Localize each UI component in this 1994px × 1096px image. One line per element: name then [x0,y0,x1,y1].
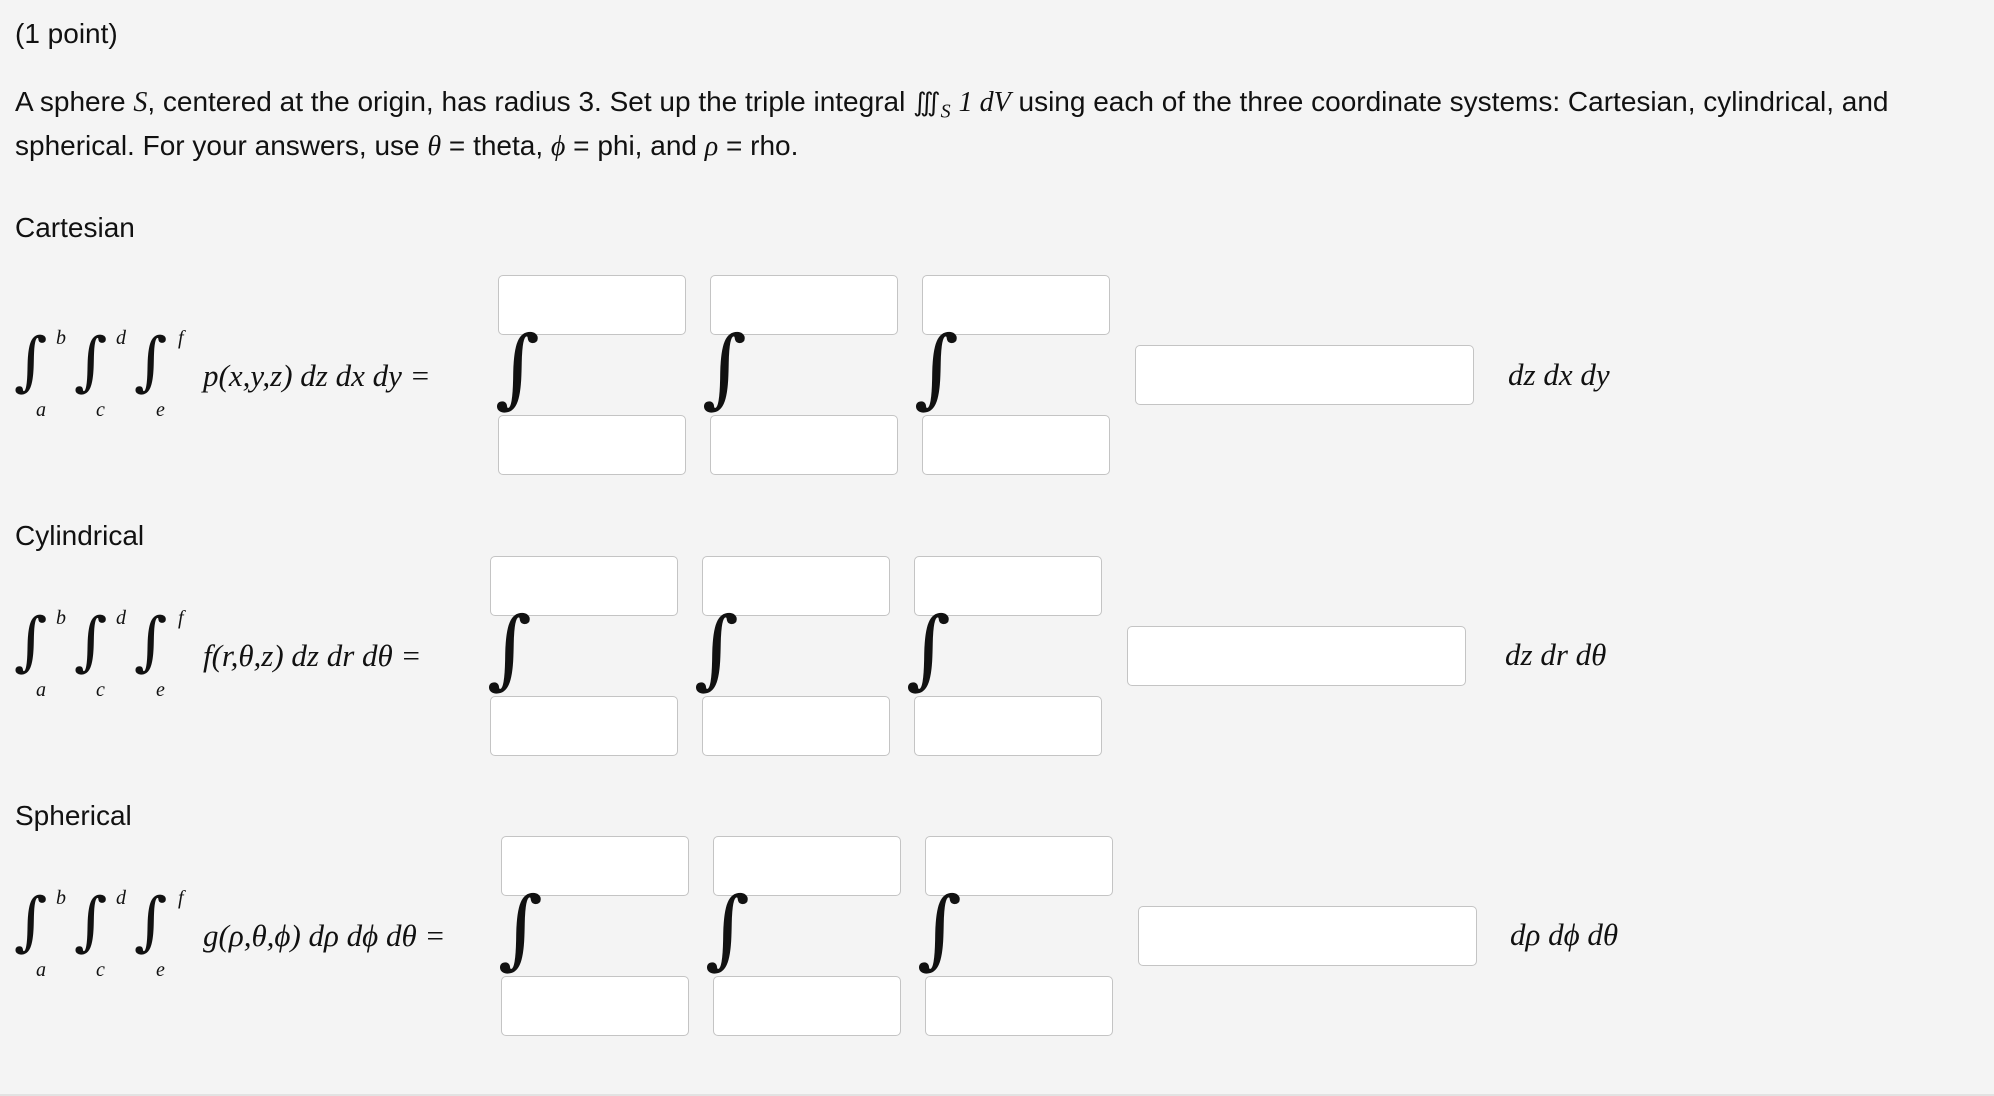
integral-sign: ∫ [498,879,543,979]
integral-sign: ∫ [14,885,48,959]
intro-text: spherical. For your answers, use [15,130,428,161]
limit-f: f [178,607,184,629]
spherical-integrand-input[interactable] [1138,906,1477,966]
integral-sign: ∫ [917,879,962,979]
integral-sign: ∫ [74,325,108,399]
section-heading-cartesian: Cartesian [15,212,135,243]
section-heading-cylindrical: Cylindrical [15,520,145,551]
integral-sign: ∫ [694,599,739,699]
limit-e: e [156,959,165,981]
cartesian-middle-upper-limit-input[interactable] [710,275,898,335]
integral-sign: ∫ [495,318,540,418]
limit-f: f [178,887,184,909]
integral-sign: ∫ [134,605,168,679]
cartesian-middle-lower-limit-input[interactable] [710,415,898,475]
cartesian-inner-lower-limit-input[interactable] [922,415,1110,475]
lhs-integrand: g(ρ,θ,ϕ) dρ dϕ dθ = [203,918,446,953]
spherical-middle-upper-limit-input[interactable] [713,836,901,896]
cylindrical-middle-lower-limit-input[interactable] [702,696,890,756]
cylindrical-middle-upper-limit-input[interactable] [702,556,890,616]
cartesian-outer-lower-limit-input[interactable] [498,415,686,475]
integrand-text: 1 dV [958,87,1011,118]
spherical-inner-lower-limit-input[interactable] [925,976,1113,1036]
limit-d: d [116,327,126,349]
spherical-outer-upper-limit-input[interactable] [501,836,689,896]
intro-text: , centered at the origin, has radius 3. … [147,86,914,117]
limit-d: d [116,607,126,629]
limit-b: b [56,887,66,909]
limit-f: f [178,327,184,349]
region-subscript: S [940,100,951,123]
intro-text: = phi, and [565,130,705,161]
lhs-integrand: f(r,θ,z) dz dr dθ = [203,638,422,673]
cartesian-outer-upper-limit-input[interactable] [498,275,686,335]
phi-symbol: ϕ [550,131,566,162]
limit-e: e [156,399,165,421]
limit-a: a [36,679,46,701]
integral-sign: ∫ [702,318,747,418]
intro-text: A sphere [15,86,134,117]
integral-sign: ∫ [705,879,750,979]
limit-e: e [156,679,165,701]
limit-c: c [96,399,105,421]
limit-b: b [56,607,66,629]
cartesian-differential: dz dx dy [1508,357,1610,392]
integral-sign: ∫ [134,885,168,959]
cylindrical-integrand-input[interactable] [1127,626,1466,686]
limit-b: b [56,327,66,349]
cylindrical-outer-upper-limit-input[interactable] [490,556,678,616]
integral-sign: ∫ [74,605,108,679]
spherical-differential: dρ dϕ dθ [1510,917,1619,952]
limit-c: c [96,679,105,701]
rho-symbol: ρ [704,131,719,162]
spherical-middle-lower-limit-input[interactable] [713,976,901,1036]
integral-sign: ∫ [74,885,108,959]
section-heading-spherical: Spherical [15,800,132,831]
cartesian-integrand-input[interactable] [1135,345,1474,405]
bottom-divider [0,1094,1994,1096]
limit-a: a [36,399,46,421]
cylindrical-inner-upper-limit-input[interactable] [914,556,1102,616]
points-label: (1 point) [15,18,118,49]
integral-sign: ∫ [14,605,48,679]
cylindrical-inner-lower-limit-input[interactable] [914,696,1102,756]
intro-text: = rho. [718,130,799,161]
spherical-outer-lower-limit-input[interactable] [501,976,689,1036]
integral-sign: ∫ [906,599,951,699]
cylindrical-outer-lower-limit-input[interactable] [490,696,678,756]
problem-text-line-1: A sphere S, centered at the origin, has … [15,86,1889,124]
intro-text: using each of the three coordinate syste… [1010,86,1889,117]
integral-sign: ∫ [487,599,532,699]
spherical-inner-upper-limit-input[interactable] [925,836,1113,896]
theta-symbol: θ [427,131,442,162]
limit-c: c [96,959,105,981]
limit-a: a [36,959,46,981]
sphere-symbol: S [133,87,148,118]
integral-sign: ∫ [14,325,48,399]
integral-sign: ∫ [134,325,168,399]
limit-d: d [116,887,126,909]
integral-sign: ∫ [914,318,959,418]
triple-integral-symbol: ∭ [913,88,941,117]
lhs-integrand: p(x,y,z) dz dx dy = [203,358,431,393]
cartesian-inner-upper-limit-input[interactable] [922,275,1110,335]
intro-text: = theta, [441,130,551,161]
cylindrical-differential: dz dr dθ [1505,637,1607,672]
problem-text-line-2: spherical. For your answers, use θ = the… [15,130,798,163]
